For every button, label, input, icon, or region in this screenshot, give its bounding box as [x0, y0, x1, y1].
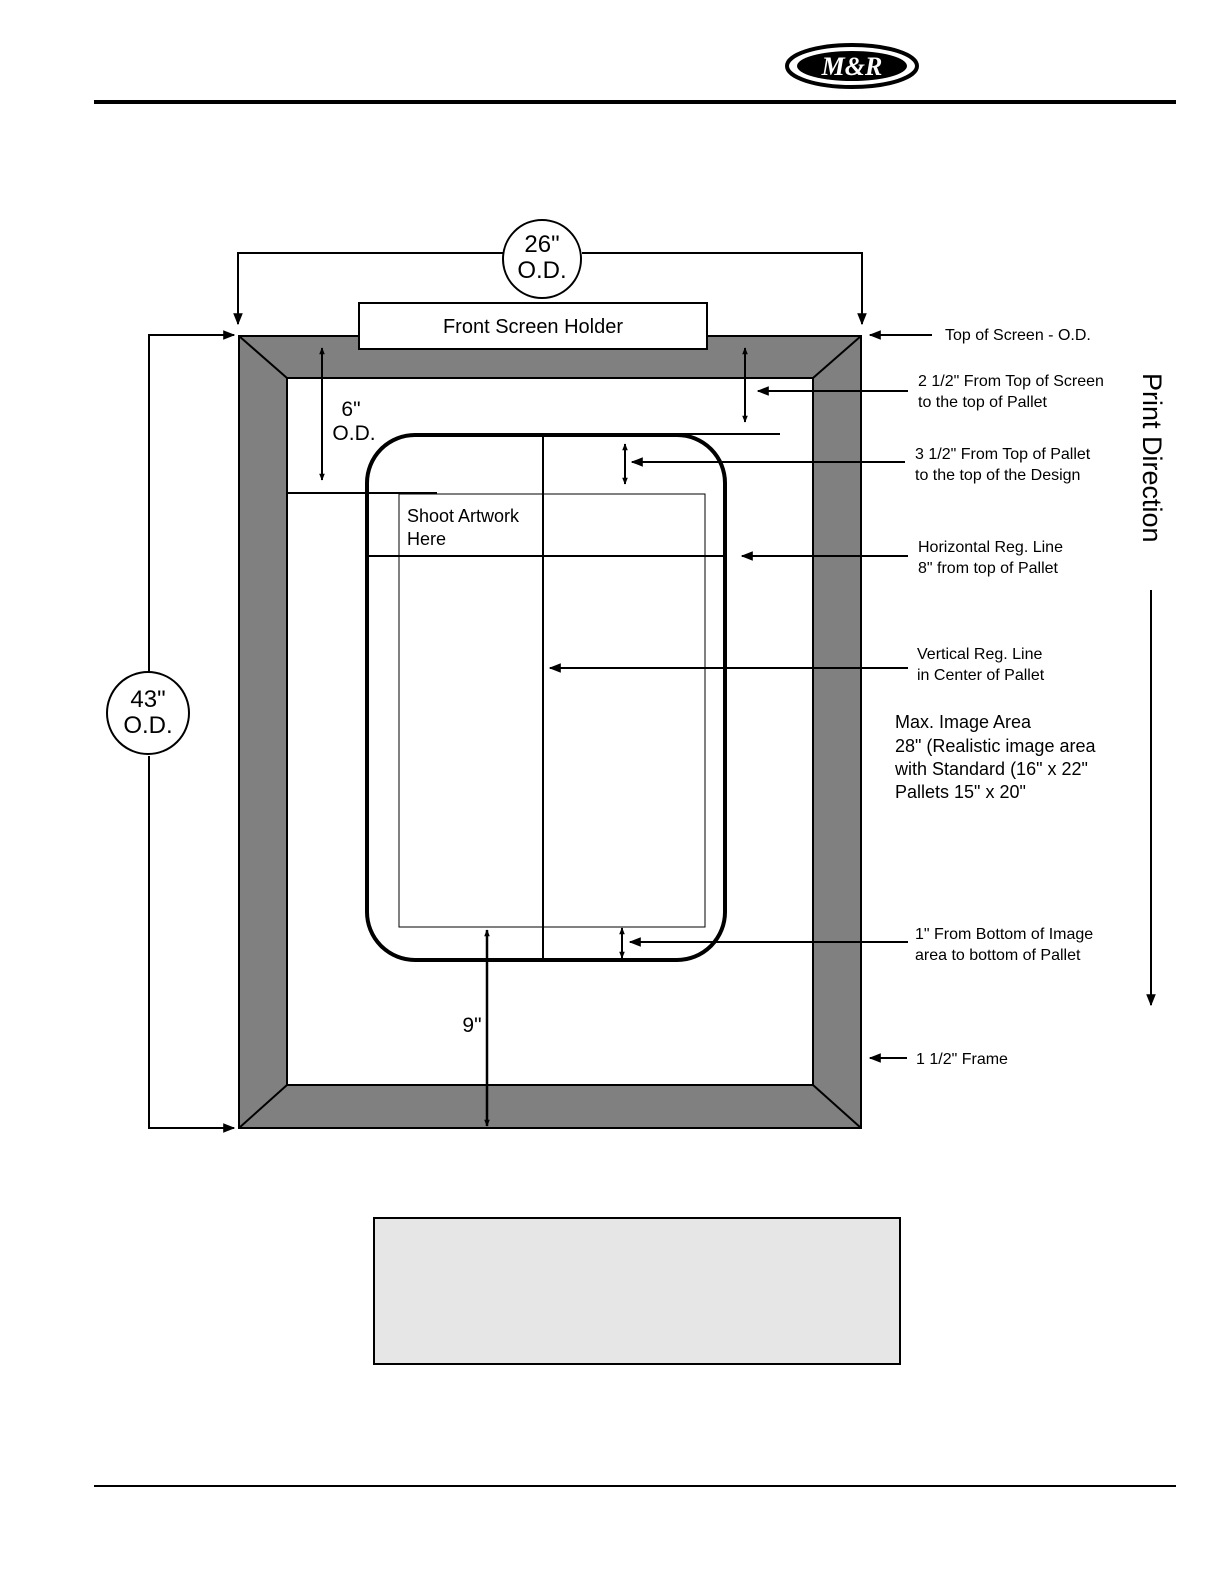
header-rule [94, 100, 1176, 104]
callout-pallet-to-design-line2: to the top of the Design [915, 467, 1080, 484]
bottom-margin-dimension [619, 927, 908, 959]
print-direction-label: Print Direction [1137, 373, 1167, 543]
callout-top-to-pallet-line2: to the top of Pallet [918, 394, 1048, 411]
height-dimension-badge [106, 671, 190, 755]
height-dimension: 43" O.D. [106, 330, 236, 1133]
bottom-dimension-value: 9" [462, 1014, 481, 1037]
callout-frame: 1 1/2" Frame [916, 1051, 1008, 1068]
brand-logo-text: M&R [821, 52, 883, 81]
pallet-offset-value: 6" [341, 398, 360, 421]
pallet: Shoot Artwork Here [365, 433, 727, 962]
callout-max-image-line3: with Standard (16" x 22" [894, 759, 1088, 779]
top-to-pallet-dimension [415, 347, 908, 435]
callout-max-image-line4: Pallets 15" x 20" [895, 782, 1026, 802]
callout-top-to-pallet-line1: 2 1/2" From Top of Screen [918, 373, 1104, 390]
front-screen-holder-label: Front Screen Holder [443, 316, 623, 338]
image-area [398, 493, 706, 928]
pallet-offset-dimension: 6" O.D. [287, 347, 437, 494]
callout-top-of-screen: Top of Screen - O.D. [945, 327, 1091, 344]
pallet-to-design-dimension [622, 443, 905, 485]
pallet-offset-unit: O.D. [332, 422, 375, 445]
shoot-artwork-line1: Shoot Artwork [407, 506, 520, 526]
callout-bottom-margin-line2: area to bottom of Pallet [915, 947, 1081, 964]
height-unit: O.D. [123, 712, 172, 739]
callout-vertical-reg-line1: Vertical Reg. Line [917, 646, 1043, 663]
height-value: 43" [130, 686, 165, 713]
width-value: 26" [524, 231, 559, 258]
shoot-artwork-line2: Here [407, 529, 446, 549]
callout-max-image-line2: 28" (Realistic image area [895, 736, 1096, 756]
width-unit: O.D. [517, 257, 566, 284]
callout-bottom-margin-line1: 1" From Bottom of Image [915, 926, 1093, 943]
front-screen-holder: Front Screen Holder [358, 302, 708, 350]
width-dimension: 26" O.D. [233, 219, 867, 326]
bottom-dimension: 9" [462, 929, 490, 1127]
width-dimension-badge [502, 219, 582, 299]
note-box [373, 1217, 901, 1365]
callout-pallet-to-design-line1: 3 1/2" From Top of Pallet [915, 446, 1091, 463]
print-direction: Print Direction [1137, 373, 1167, 1007]
footer-rule [94, 1485, 1176, 1487]
callout-horizontal-reg-line1: Horizontal Reg. Line [918, 539, 1063, 556]
callout-horizontal-reg-line2: 8" from top of Pallet [918, 560, 1059, 577]
callout-vertical-reg-line2: in Center of Pallet [917, 667, 1045, 684]
callout-labels: Top of Screen - O.D. 2 1/2" From Top of … [894, 327, 1104, 1068]
brand-logo: M&R [785, 43, 919, 89]
callout-max-image-line1: Max. Image Area [895, 712, 1032, 732]
